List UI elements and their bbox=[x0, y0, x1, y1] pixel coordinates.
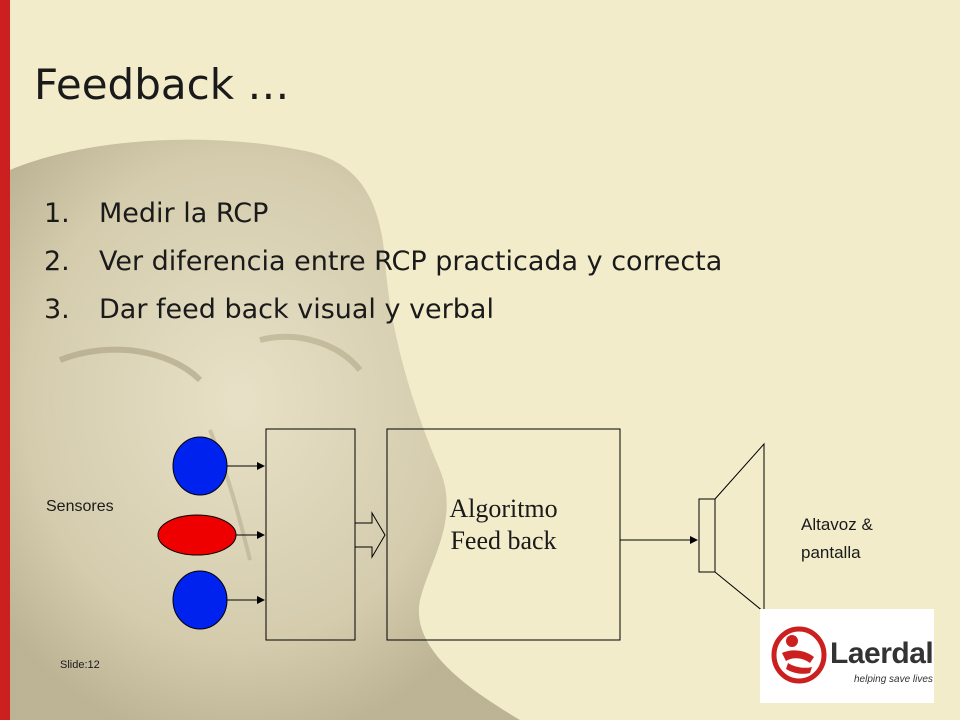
bullet-number: 3. bbox=[44, 294, 70, 325]
accent-bar bbox=[0, 0, 10, 720]
bullet-text: Ver diferencia entre RCP practicada y co… bbox=[99, 246, 723, 277]
speaker-cone-icon bbox=[714, 442, 765, 614]
logo-emblem-icon bbox=[771, 626, 827, 684]
algorithm-label-line1: Algoritmo bbox=[449, 494, 558, 523]
algorithm-label: Algoritmo Feed back bbox=[387, 493, 620, 557]
bullet-list: 1. Medir la RCP 2. Ver diferencia entre RC… bbox=[44, 190, 722, 334]
sensors-label: Sensores bbox=[46, 498, 114, 515]
algorithm-label-line2: Feed back bbox=[450, 526, 557, 555]
logo-tagline: helping save lives bbox=[854, 674, 933, 685]
list-item: 3. Dar feed back visual y verbal bbox=[44, 286, 722, 334]
output-label-line1: Altavoz & bbox=[801, 515, 873, 534]
bullet-text: Medir la RCP bbox=[99, 198, 269, 229]
sensor-circle-top bbox=[172, 436, 228, 496]
bullet-number: 2. bbox=[44, 246, 70, 277]
logo-wordmark: Laerdal bbox=[830, 637, 934, 670]
slide-number: Slide:12 bbox=[60, 659, 100, 671]
sensor-circle-bottom bbox=[172, 570, 228, 630]
output-label: Altavoz & pantalla bbox=[801, 511, 873, 567]
sensor-ellipse-middle bbox=[157, 514, 237, 556]
collector-box bbox=[265, 428, 356, 641]
output-label-line2: pantalla bbox=[801, 543, 861, 562]
bullet-number: 1. bbox=[44, 198, 70, 229]
list-item: 1. Medir la RCP bbox=[44, 190, 722, 238]
bullet-text: Dar feed back visual y verbal bbox=[99, 294, 494, 325]
block-arrow bbox=[354, 511, 386, 559]
algorithm-box bbox=[386, 428, 621, 641]
speaker-magnet bbox=[698, 498, 716, 573]
laerdal-logo: Laerdal helping save lives bbox=[760, 609, 934, 703]
slide-title: Feedback … bbox=[34, 60, 290, 109]
list-item: 2. Ver diferencia entre RCP practicada y … bbox=[44, 238, 722, 286]
